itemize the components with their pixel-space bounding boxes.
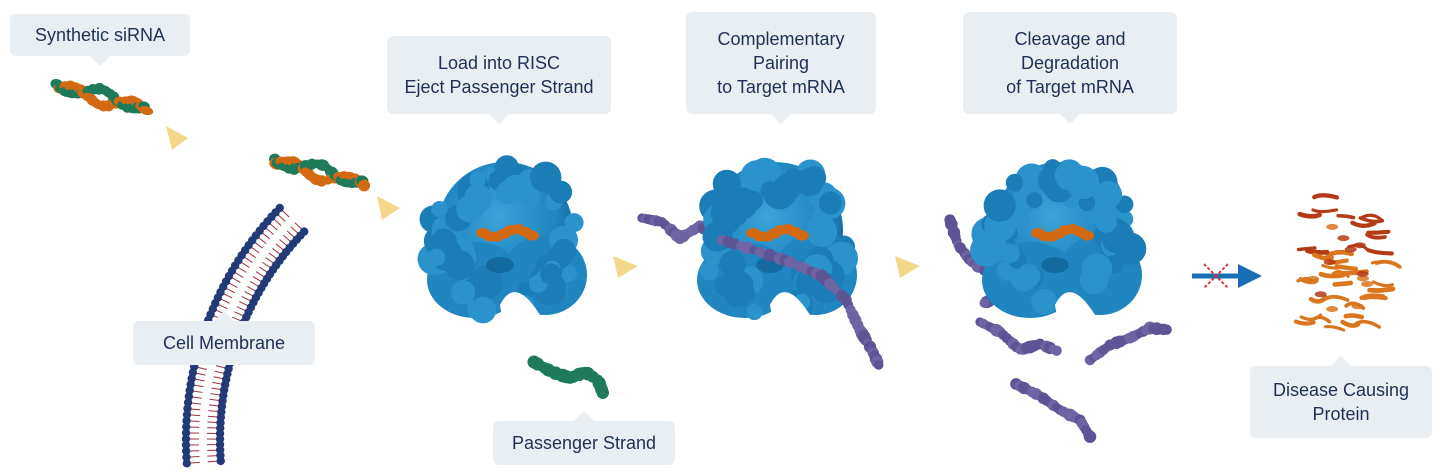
label-line: Protein	[1312, 404, 1370, 424]
label-line: Synthetic siRNA	[34, 25, 166, 45]
label-line: Load into RISC	[437, 53, 561, 73]
label-disease-causing-protein: Disease Causing Protein	[1250, 356, 1432, 438]
label-line: of Target mRNA	[1006, 77, 1134, 97]
label-cleavage-degradation: Cleavage and Degradation of Target mRNA	[963, 12, 1177, 124]
step-arrow-icon	[895, 256, 920, 278]
synthetic-sirna-icon	[269, 153, 371, 192]
label-line: Cell Membrane	[162, 333, 286, 353]
synthetic-sirna-icon	[50, 78, 154, 116]
label-cell-membrane: Cell Membrane	[133, 311, 315, 365]
label-line: Degradation	[1020, 53, 1120, 73]
label-line: Complementary	[717, 29, 845, 49]
label-line: Pairing	[752, 53, 810, 73]
risc-complex-icon	[417, 155, 587, 335]
disease-protein-icon	[1293, 193, 1402, 332]
label-line: Passenger Strand	[511, 433, 657, 453]
step-arrow-icon	[613, 256, 638, 278]
risc-complex-icon	[970, 159, 1147, 335]
risc-complex-icon	[697, 157, 859, 335]
label-line: to Target mRNA	[717, 77, 845, 97]
step-arrow-icon	[377, 196, 400, 220]
label-line: Eject Passenger Strand	[404, 77, 594, 97]
label-synthetic-sirna: Synthetic siRNA	[10, 14, 190, 66]
step-arrow-icon	[166, 126, 188, 150]
label-line: Cleavage and	[1014, 29, 1126, 49]
passenger-strand-icon	[527, 355, 609, 399]
label-passenger-strand: Passenger Strand	[493, 411, 675, 465]
target-mrna-icon	[975, 317, 1172, 443]
label-complementary-pairing: Complementary Pairing to Target mRNA	[686, 12, 876, 124]
label-line: Disease Causing	[1272, 380, 1410, 400]
target-mrna-icon	[717, 235, 884, 370]
blocked-translation-icon	[1192, 263, 1262, 289]
label-load-into-risc: Load into RISC Eject Passenger Strand	[387, 36, 611, 124]
